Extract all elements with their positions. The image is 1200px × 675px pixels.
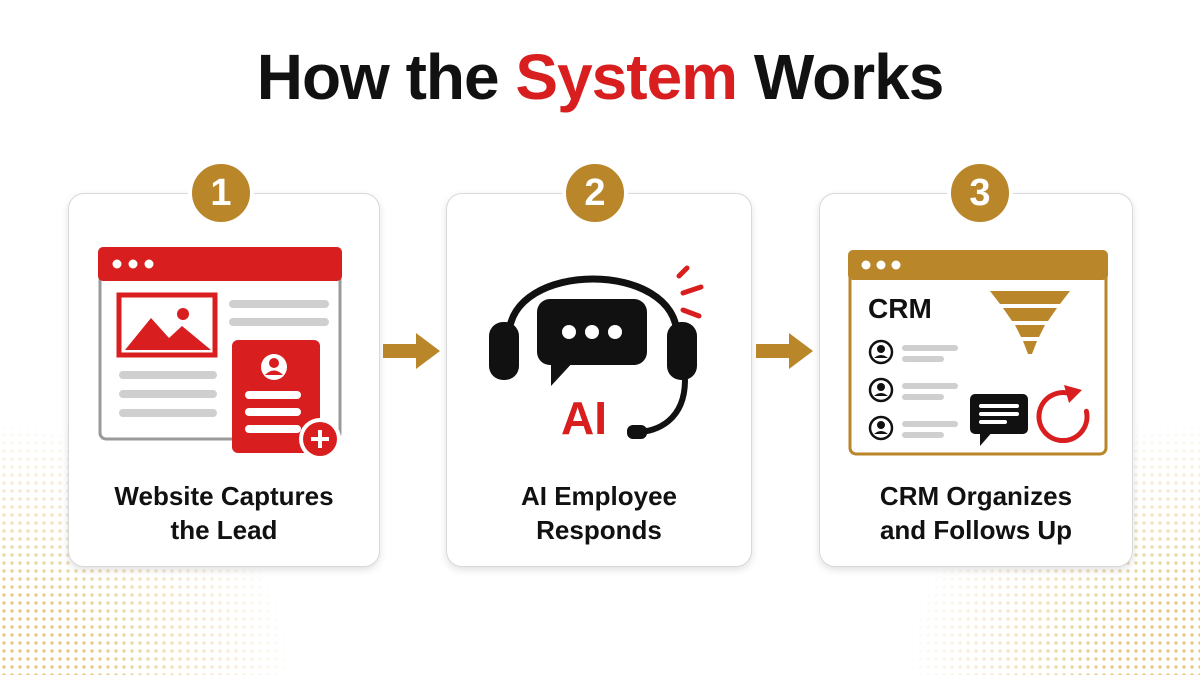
step-label-3-line-1: CRM Organizes — [879, 481, 1073, 511]
website-lead-capture-icon — [98, 247, 342, 460]
arrow-right-icon-2 — [756, 333, 813, 369]
step-label-2: AI Employee Responds — [457, 479, 741, 547]
step-label-1-line-2: the Lead — [170, 515, 278, 545]
step-label-3: CRM Organizes and Follows Up — [830, 479, 1122, 547]
step-label-1-line-1: Website Captures — [114, 481, 334, 511]
step-label-2-line-2: Responds — [536, 515, 662, 545]
step-label-3-line-2: and Follows Up — [879, 515, 1073, 545]
title-prefix: How the — [256, 41, 516, 113]
crm-dashboard-icon: CRM — [848, 250, 1108, 456]
step-card-2: AI AI Employee Responds — [446, 193, 752, 567]
title-highlight: System — [515, 41, 738, 113]
step-number-badge-1: 1 — [188, 160, 254, 226]
step-label-1: Website Captures the Lead — [79, 479, 369, 547]
step-label-2-line-1: AI Employee — [520, 481, 678, 511]
step-card-1: Website Captures the Lead — [68, 193, 380, 567]
step-card-3: CRM CRM Organizes and Follows Up — [819, 193, 1133, 567]
step-number-badge-2: 2 — [562, 160, 628, 226]
headset-chat-icon: AI — [489, 265, 704, 444]
page-title: How the System Works — [0, 40, 1200, 114]
crm-icon-text: CRM — [868, 293, 932, 324]
step-number-badge-3: 3 — [947, 160, 1013, 226]
ai-icon-text: AI — [561, 392, 607, 444]
title-suffix: Works — [737, 41, 944, 113]
arrow-right-icon-1 — [383, 333, 440, 369]
